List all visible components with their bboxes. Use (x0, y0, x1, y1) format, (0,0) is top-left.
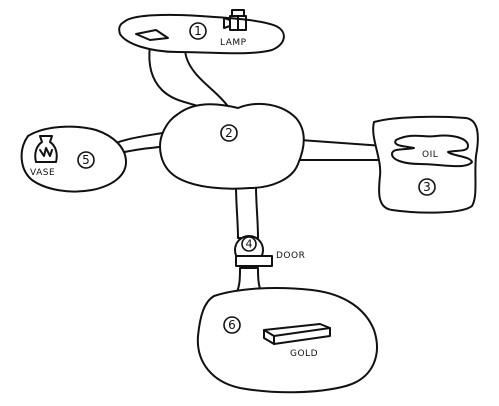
room-1-number: 1 (194, 24, 202, 38)
gold-label: GOLD (290, 349, 318, 359)
lamp-icon (223, 9, 247, 31)
room-2-number-circle (220, 124, 238, 142)
lamp-label: LAMP (220, 38, 247, 48)
gold-bar-icon (263, 323, 331, 345)
vase-icon (34, 135, 58, 163)
room-5-number-circle (77, 151, 95, 169)
passage-1-2 (148, 45, 233, 113)
room-3-number-circle (418, 178, 436, 196)
room-3: OIL 3 (372, 115, 479, 214)
passage-2-4 (235, 185, 259, 239)
room-4-number: 4 (246, 238, 253, 251)
room-1-object (135, 29, 169, 41)
passages (107, 45, 387, 295)
room-2-outline (159, 102, 305, 190)
passage-2-3 (297, 139, 387, 161)
room-2-number: 2 (225, 126, 233, 140)
room-1-number-circle (189, 22, 207, 40)
room-3-number: 3 (423, 180, 431, 194)
room-6-number-circle (223, 316, 241, 334)
room-5: VASE 5 (20, 125, 127, 193)
door-label: DOOR (276, 251, 305, 261)
room-6-number: 6 (228, 318, 236, 332)
room-4: 4 DOOR (234, 235, 305, 267)
room-5-number: 5 (82, 153, 90, 167)
vase-label: VASE (30, 168, 55, 178)
door-icon (235, 255, 273, 267)
room-2: 2 (159, 102, 305, 190)
oil-label: OIL (422, 150, 438, 160)
room-5-outline (20, 125, 127, 193)
room-1: LAMP 1 (118, 9, 285, 55)
room-6-outline (196, 287, 378, 394)
room-6: GOLD 6 (196, 287, 378, 394)
oil-puddle (391, 134, 473, 168)
room-4-number-circle (241, 236, 257, 252)
